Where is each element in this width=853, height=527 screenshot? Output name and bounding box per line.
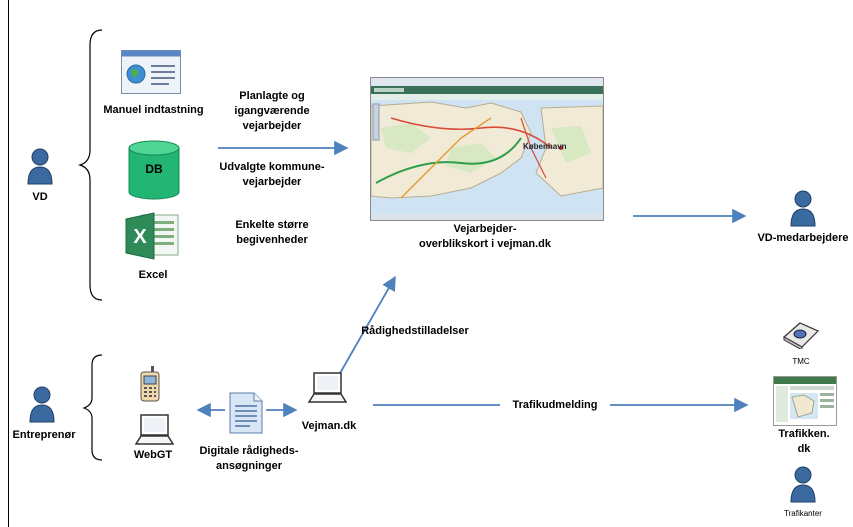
webgt-label: WebGT (133, 449, 173, 461)
vejman-laptop-icon (307, 372, 348, 409)
entreprenor-label: Entreprenør (12, 429, 76, 441)
tmc-device-icon (782, 319, 820, 354)
mobile-phone-icon (139, 366, 161, 407)
manuel-label: Manuel indtastning (103, 104, 204, 116)
vd-medarbejdere-person-icon (789, 190, 817, 233)
web-page-icon (121, 50, 181, 99)
document-icon (228, 392, 264, 439)
vd-brace (77, 29, 103, 301)
trafikken-screenshot (773, 376, 837, 426)
udvalgte-label: Udvalgte kommune-vejarbejder (219, 161, 325, 188)
vejman-to-map-arrow (338, 275, 396, 376)
webgt-laptop-icon (134, 414, 175, 451)
database-icon (128, 140, 180, 205)
db-icon-text: DB (145, 162, 163, 176)
svg-text:X: X (133, 226, 147, 248)
excel-label: Excel (138, 269, 168, 281)
vd-label: VD (32, 191, 48, 203)
raadighedstilladelser-label: Rådighedstilladelser (361, 325, 469, 337)
entreprenor-brace (82, 354, 103, 461)
trafikken-label: Trafikken.dk (778, 428, 830, 455)
excel-icon: X (124, 211, 180, 266)
map-city-label: København (523, 142, 567, 151)
trafikanter-person-icon (789, 466, 817, 509)
trafikudmelding-label: Trafikudmelding (500, 398, 610, 413)
left-border-line (8, 0, 9, 527)
map-caption: Vejarbejder-overblikskort i vejman.dk (418, 223, 552, 250)
vd-person-icon (26, 148, 54, 191)
vd-medarbejdere-label: VD-medarbejdere (757, 232, 849, 244)
digitale-label: Digitale rådigheds-ansøgninger (199, 445, 299, 472)
overview-map-screenshot: København (370, 77, 604, 221)
trafikanter-label: Trafikanter (784, 509, 822, 518)
tmc-label: TMC (792, 357, 810, 366)
vejman-label: Vejman.dk (301, 420, 357, 432)
entreprenor-person-icon (28, 386, 56, 429)
